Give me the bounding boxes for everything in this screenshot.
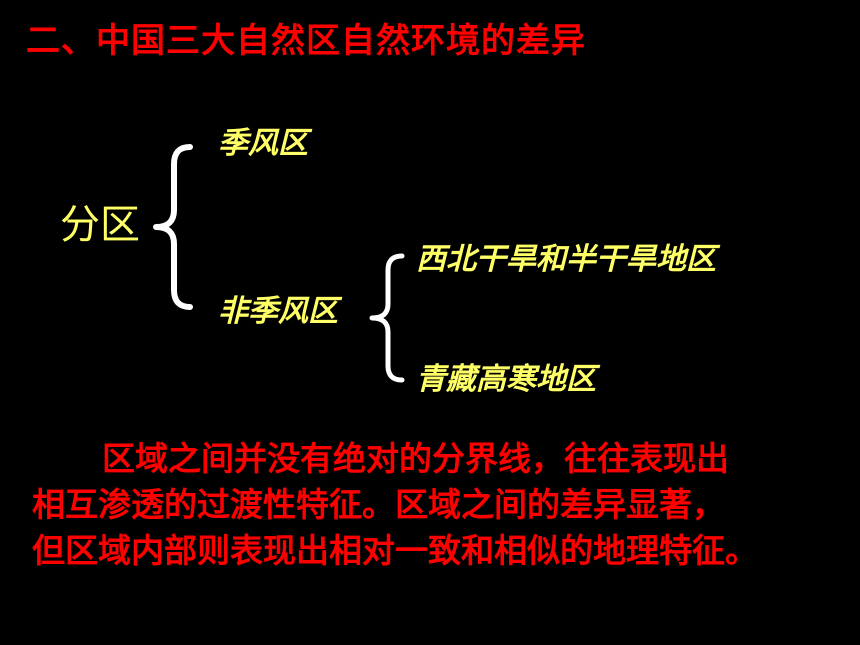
branch-qinghai-tibet: 青藏高寒地区 bbox=[416, 362, 596, 397]
branch-non-monsoon: 非季风区 bbox=[218, 294, 338, 329]
summary-line-1: 区域之间并没有绝对的分界线，往往表现出 bbox=[102, 439, 729, 478]
slide-title: 二、中国三大自然区自然环境的差异 bbox=[26, 21, 586, 61]
branch-northwest-arid: 西北干旱和半干旱地区 bbox=[416, 242, 716, 277]
summary-paragraph: 区域之间并没有绝对的分界线，往往表现出 相互渗透的过渡性特征。区域之间的差异显著… bbox=[32, 436, 842, 574]
summary-line-2: 相互渗透的过渡性特征。区域之间的差异显著， bbox=[32, 485, 725, 524]
root-label-fenqu: 分区 bbox=[60, 202, 140, 248]
summary-line-3: 但区域内部则表现出相对一致和相似的地理特征。 bbox=[32, 531, 758, 570]
brace-level-1 bbox=[153, 144, 193, 310]
brace-level-2 bbox=[369, 253, 405, 383]
branch-monsoon: 季风区 bbox=[218, 126, 308, 161]
